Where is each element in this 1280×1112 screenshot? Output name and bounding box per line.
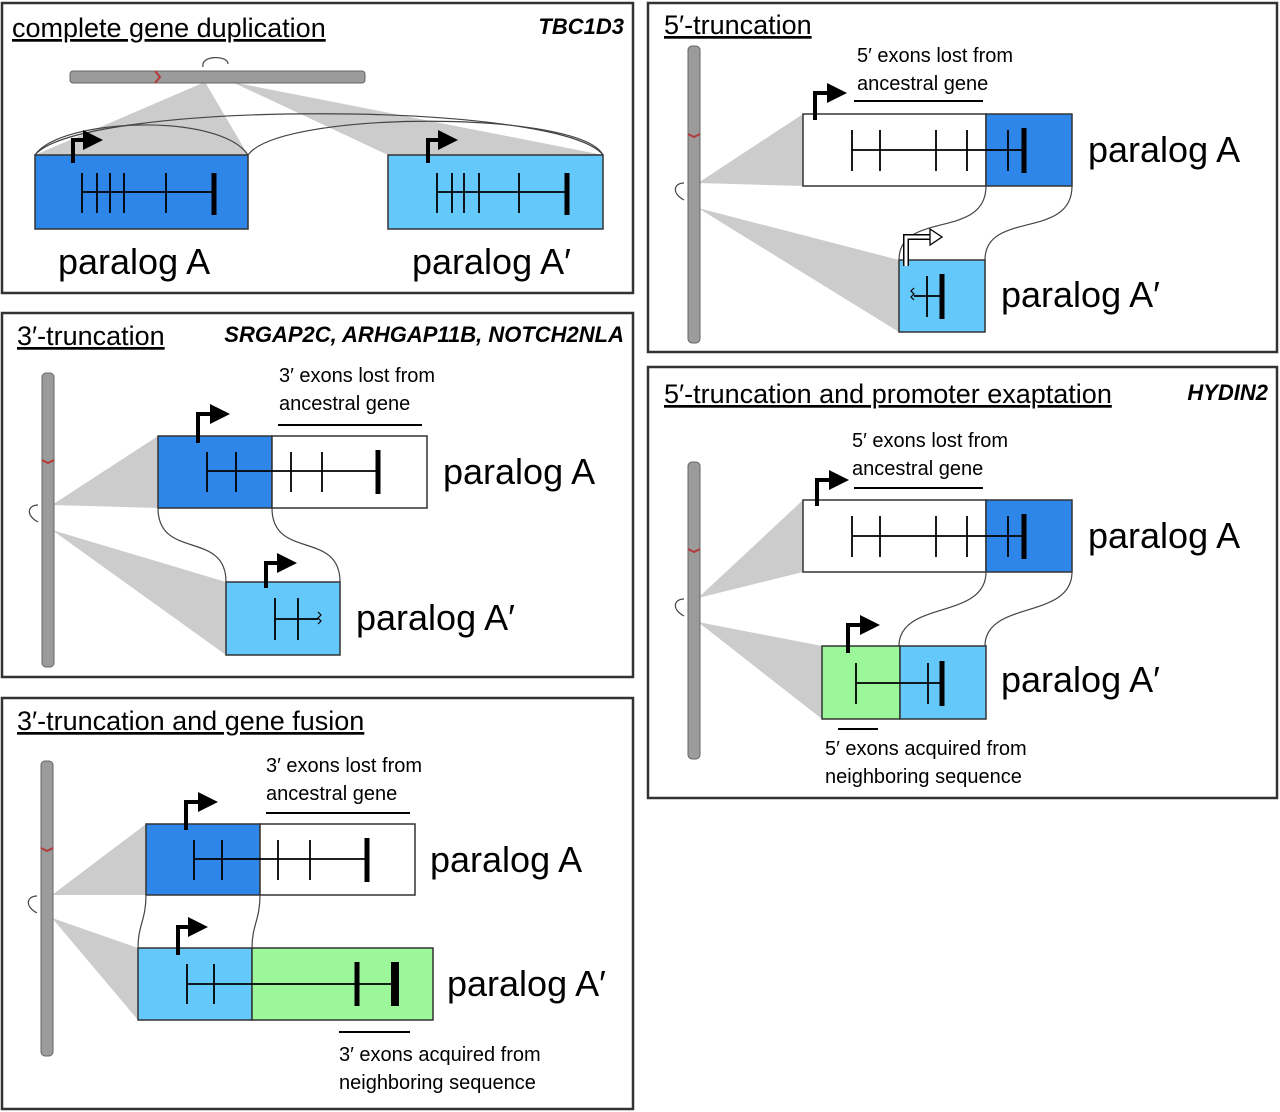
acquired-exons-note: neighboring sequence (339, 1072, 536, 1094)
gene-model (436, 173, 570, 215)
lost-exons-note: ancestral gene (857, 73, 988, 95)
homology-connector (137, 894, 147, 949)
homology-connector (157, 507, 227, 583)
projection-shadow (232, 82, 603, 155)
duplication-arch (34, 113, 604, 156)
promoter-arrow-icon (184, 792, 218, 830)
panel-complete-duplication: complete gene duplication TBC1D3 (0, 1, 635, 295)
duplication-loop-icon (674, 182, 685, 201)
homology-connector (984, 185, 1073, 261)
gene-name: SRGAP2C, ARHGAP11B, NOTCH2NLA (224, 322, 624, 347)
paralog-a-label: paralog A (443, 451, 595, 492)
paralog-a-lost-segment (271, 435, 428, 509)
projection-shadow (698, 114, 803, 186)
chromosome (41, 372, 55, 668)
duplication-arch (34, 124, 249, 156)
paralog-a-prime-label: paralog A′ (412, 241, 571, 282)
promoter-arrow-outline-head (929, 227, 944, 247)
acquired-exons-note: neighboring sequence (825, 766, 1022, 788)
projection-shadow (52, 530, 226, 655)
duplication-arch (247, 120, 604, 156)
chromosome (687, 461, 701, 760)
panel-frame (0, 696, 635, 1111)
gene-model (206, 450, 381, 494)
promoter-arrow-icon (813, 83, 847, 120)
lost-exons-note: 3′ exons lost from (279, 365, 435, 387)
lost-exons-note: ancestral gene (279, 393, 410, 415)
promoter-arrow-icon (815, 470, 849, 506)
centromere (40, 847, 54, 853)
promoter-arrow-icon (176, 917, 208, 955)
lost-exons-note: 5′ exons lost from (852, 430, 1008, 452)
panel-title: 5′-truncation and promoter exaptation (664, 379, 1112, 409)
projection-shadow (698, 208, 899, 332)
promoter-arrow-outline-inner (904, 235, 932, 266)
homology-connector (271, 507, 341, 583)
centromere (41, 459, 55, 465)
gene-model (855, 661, 945, 706)
paralog-a-label: paralog A (1088, 515, 1240, 556)
projection-shadow (52, 436, 158, 508)
paralog-a-prime-label: paralog A′ (1001, 659, 1160, 700)
homology-connector (984, 571, 1073, 647)
chromosome (40, 760, 54, 1057)
gene-name: HYDIN2 (1187, 380, 1268, 405)
gene-model (274, 598, 322, 640)
chromosome (687, 45, 701, 344)
chromosome (69, 70, 366, 84)
lost-exons-note: ancestral gene (852, 458, 983, 480)
gene-model (910, 274, 945, 319)
promoter-arrow-icon (426, 130, 458, 163)
projection-shadow (52, 824, 146, 895)
promoter-arrow-icon (71, 130, 103, 163)
gene-model (81, 173, 217, 215)
panel-title: complete gene duplication (12, 13, 326, 43)
homology-connector (898, 571, 987, 647)
projection-shadow (698, 622, 822, 719)
paralog-a-label: paralog A (1088, 129, 1240, 170)
panel-title: 5′-truncation (664, 10, 812, 40)
paralog-a-label: paralog A (58, 241, 210, 282)
duplication-loop-icon (28, 504, 39, 523)
gene-model (851, 514, 1027, 559)
centromere (687, 548, 701, 554)
panel-title: 3′-truncation and gene fusion (17, 706, 364, 736)
promoter-arrow-icon (846, 615, 880, 653)
paralog-a-prime-label: paralog A′ (1001, 274, 1160, 315)
centromere (154, 70, 162, 84)
centromere (687, 133, 701, 139)
acquired-exons-note: 5′ exons acquired from (825, 738, 1027, 760)
panel-3prime-truncation: 3′-truncation SRGAP2C, ARHGAP11B, NOTCH2… (0, 311, 635, 679)
projection-shadow (52, 918, 138, 1020)
lost-exons-note: 5′ exons lost from (857, 45, 1013, 67)
lost-exons-note: ancestral gene (266, 783, 397, 805)
paralog-a-prime-label: paralog A′ (447, 963, 606, 1004)
duplication-loop-icon (27, 895, 38, 914)
panel-5prime-promoter-exaptation: 5′-truncation and promoter exaptation HY… (646, 365, 1279, 800)
duplication-loop-icon (202, 57, 229, 68)
gene-model (851, 128, 1027, 173)
promoter-arrow-icon (264, 553, 297, 588)
gene-name: TBC1D3 (538, 14, 624, 39)
panel-3prime-fusion: 3′-truncation and gene fusion 3′ exons l… (0, 696, 635, 1111)
panel-title: 3′-truncation (17, 321, 165, 351)
homology-connector (898, 185, 987, 261)
projection-shadow (698, 500, 803, 598)
duplication-loop-icon (674, 598, 685, 617)
lost-exons-note: 3′ exons lost from (266, 755, 422, 777)
paralog-a-blue-segment (157, 435, 273, 509)
acquired-exons-note: 3′ exons acquired from (339, 1044, 541, 1066)
panel-5prime-truncation: 5′-truncation 5′ exons lost from ancestr… (646, 1, 1279, 354)
gene-model (193, 838, 370, 882)
paralog-a-label: paralog A (430, 839, 582, 880)
homology-connector (251, 894, 261, 949)
paralog-a-prime-label: paralog A′ (356, 597, 515, 638)
gene-model (186, 962, 399, 1006)
promoter-arrow-icon (196, 404, 230, 443)
